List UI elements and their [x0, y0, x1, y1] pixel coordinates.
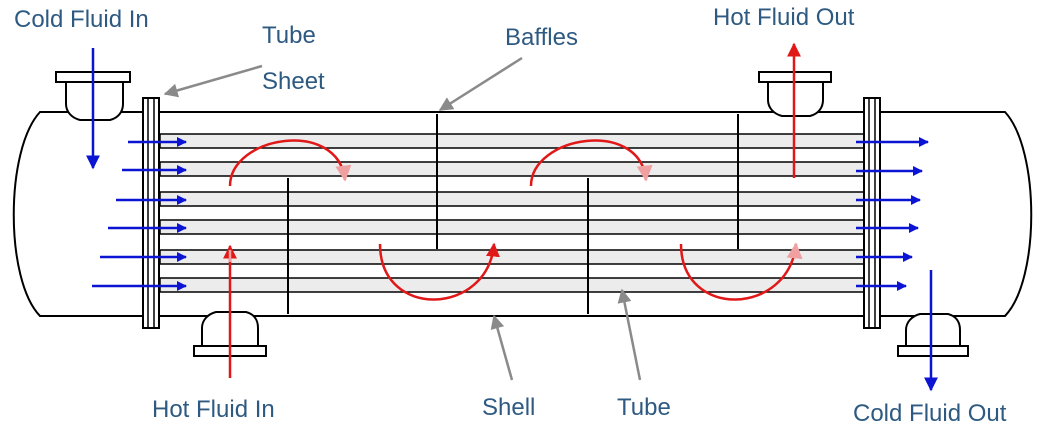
- shell-pointer: [490, 314, 514, 381]
- cold-fluid-in-label: Cold Fluid In: [14, 6, 149, 33]
- tube-sheet-left-inner: [147, 97, 155, 329]
- tube-sheet-left-outer: [142, 97, 160, 329]
- tube-sheet-right-inner: [868, 97, 876, 329]
- tube-sheet-label-line1: Tube: [262, 22, 316, 49]
- tube-row: [159, 191, 867, 207]
- tube-sheet-label-line2: Sheet: [262, 68, 325, 95]
- baffles: [287, 114, 739, 314]
- tube-sheets: [142, 97, 881, 329]
- cold-inlet-flow-arrows: [92, 137, 187, 291]
- hot-fluid-in-label: Hot Fluid In: [152, 396, 275, 423]
- cold-fluid-out-label: Cold Fluid Out: [853, 400, 1007, 427]
- shell-side-flow-arcs: [228, 139, 803, 301]
- tube-sheet-pointer: [163, 64, 263, 98]
- shell-label: Shell: [482, 394, 536, 421]
- hot-fluid-out-label: Hot Fluid Out: [713, 4, 855, 31]
- tube-row: [159, 249, 867, 265]
- shell-flow-arc: [529, 139, 653, 187]
- shell-flow-arc: [228, 139, 352, 187]
- nozzle-cold-outlet: [897, 313, 969, 357]
- tube-pointer: [617, 288, 642, 381]
- tube-sheet-right-outer: [863, 97, 881, 329]
- label-pointers: [163, 56, 642, 381]
- tube-row: [159, 277, 867, 293]
- baffles-pointer: [438, 56, 523, 112]
- tube-row: [159, 219, 867, 235]
- cold-outlet-flow-arrows: [856, 137, 929, 291]
- tube-label: Tube: [617, 394, 671, 421]
- baffles-label: Baffles: [505, 24, 578, 51]
- shell-flow-arc: [679, 242, 803, 301]
- shell-flow-arc: [378, 242, 500, 301]
- tube-row: [159, 161, 867, 177]
